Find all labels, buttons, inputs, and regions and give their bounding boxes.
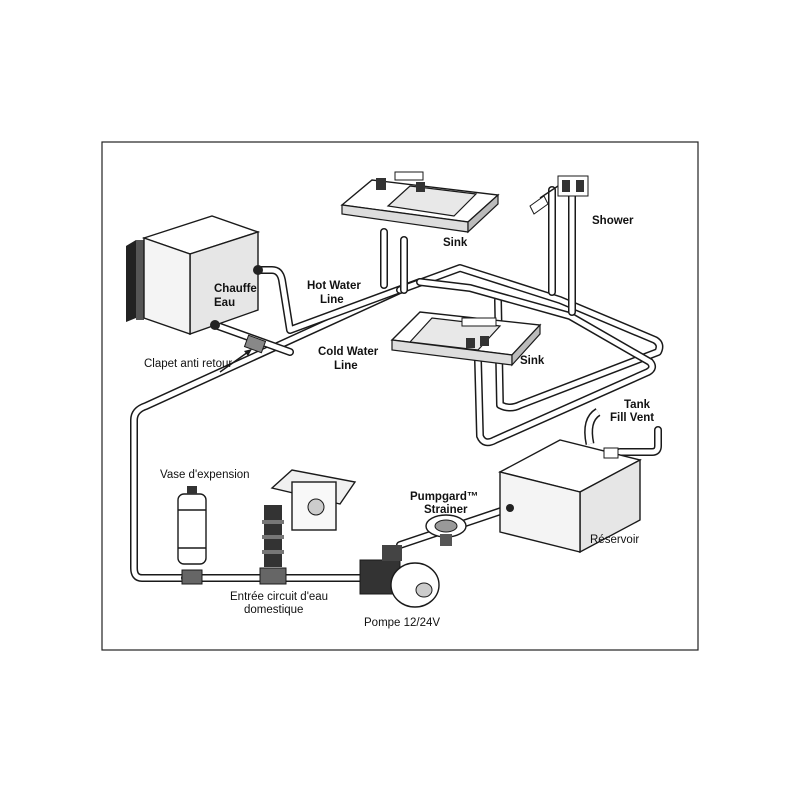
pipe-network: [130, 186, 664, 582]
label-tank-vent-2: Fill Vent: [610, 412, 654, 424]
label-sink-mid: Sink: [520, 355, 545, 367]
label-cold-water-1: Cold Water: [318, 346, 379, 358]
tank-vent-pipe-inner: [617, 427, 661, 455]
label-pumpgard-2: Strainer: [424, 504, 468, 516]
label-sink-top: Sink: [443, 237, 468, 249]
check-valve: [219, 334, 267, 373]
shower: [529, 175, 589, 215]
diagram-frame: [101, 141, 699, 651]
water-heater: [126, 215, 263, 335]
labels: Chauffe Eau Hot Water Line Cold Water Li…: [144, 215, 654, 629]
pumpgard-strainer: [425, 514, 467, 546]
pump: [359, 545, 440, 608]
label-tank-vent-1: Tank: [624, 399, 651, 411]
top-sink: [340, 171, 500, 234]
label-entree-2: domestique: [244, 604, 303, 616]
expansion-vessel: [177, 486, 207, 585]
mid-sink: [390, 311, 542, 367]
label-chauffe-eau-2: Eau: [214, 297, 235, 309]
reservoir-tank: [498, 408, 642, 554]
label-pompe: Pompe 12/24V: [364, 617, 440, 629]
label-chauffe-eau-1: Chauffe: [214, 283, 257, 295]
domestic-inlet: [259, 469, 357, 585]
label-cold-water-2: Line: [334, 360, 358, 372]
label-hot-water-1: Hot Water: [307, 280, 361, 292]
hot-trunk-pipe-inner: [397, 265, 662, 410]
label-entree-1: Entrée circuit d'eau: [230, 591, 328, 603]
cold-trunk-pipe-inner: [417, 279, 655, 445]
label-clapet: Clapet anti retour: [144, 358, 232, 370]
label-shower: Shower: [592, 215, 634, 227]
tank-vent-pipe: [616, 426, 662, 456]
hot-water-line-inner: [255, 267, 423, 333]
cold-supply-pipe-inner: [131, 287, 403, 581]
label-hot-water-2: Line: [320, 294, 344, 306]
label-reservoir: Réservoir: [590, 534, 639, 546]
label-pumpgard-1: Pumpgard™: [410, 491, 478, 503]
label-vase: Vase d'expension: [160, 469, 250, 481]
